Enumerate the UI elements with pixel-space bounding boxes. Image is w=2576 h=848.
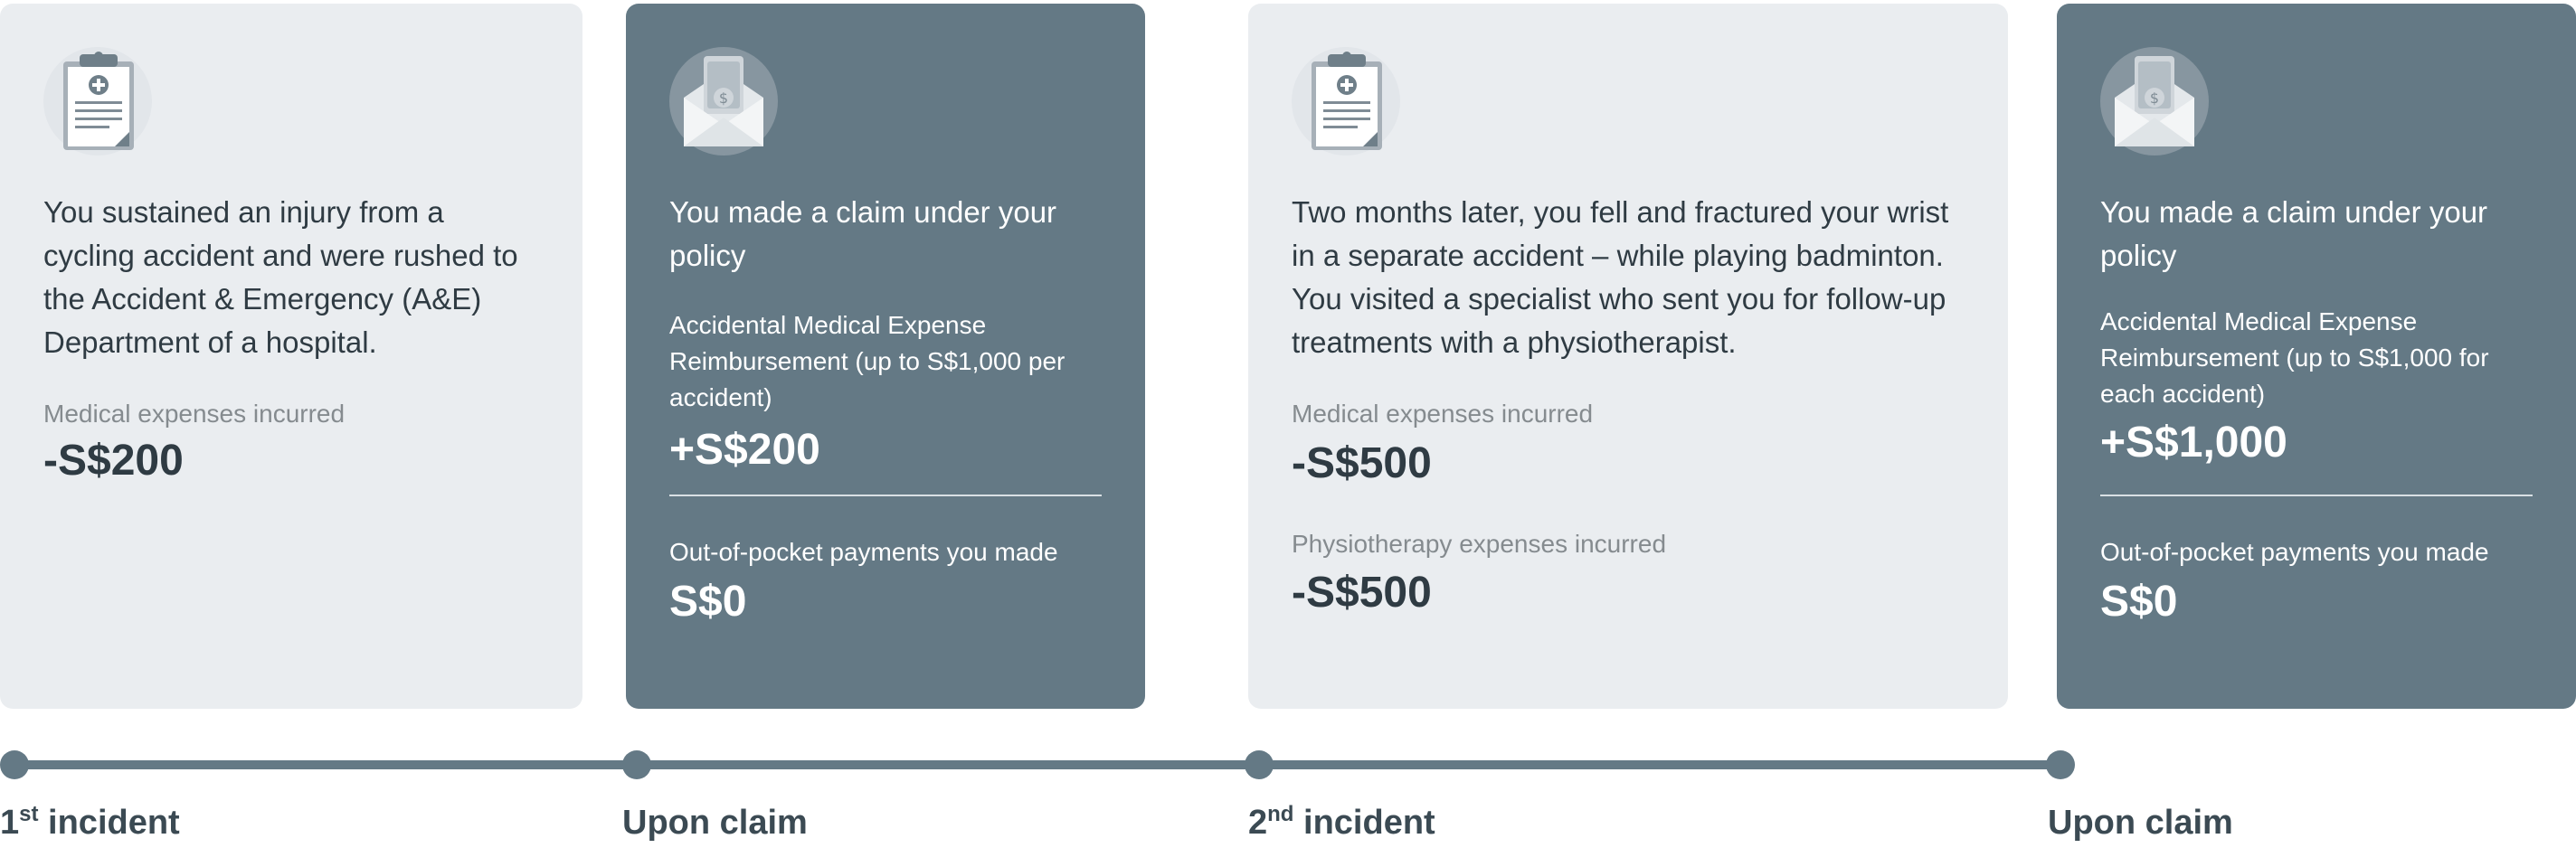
label-text: Upon claim (2048, 804, 2233, 842)
claim-card-2: $ You made a claim under your policy Acc… (2057, 4, 2576, 709)
timeline-dot-1 (0, 750, 29, 779)
timeline-line (14, 760, 2060, 769)
ordinal-number: 1 (0, 804, 20, 842)
timeline-dot-2 (622, 750, 651, 779)
label-text: Upon claim (622, 804, 808, 842)
timeline-label-upon-claim-2: Upon claim (2048, 799, 2233, 846)
envelope-money-icon: $ (2100, 47, 2209, 155)
claim-card-1: $ You made a claim under your policy Acc… (626, 4, 1145, 709)
medical-expenses-label: Medical expenses incurred (1292, 400, 1594, 428)
medical-expenses-amount: -S$200 (43, 437, 184, 485)
out-of-pocket-label: Out-of-pocket payments you made (669, 538, 1058, 566)
claim-description: You made a claim under your policy (2100, 195, 2488, 272)
timeline-dot-3 (1245, 750, 1274, 779)
clipboard-icon (1292, 47, 1400, 155)
medical-expenses-amount: -S$500 (1292, 439, 1432, 487)
out-of-pocket-amount: S$0 (669, 578, 747, 626)
timeline-label-second-incident: 2nd incident (1248, 799, 1435, 846)
benefit-amount: +S$200 (669, 426, 820, 474)
incident-card-1: You sustained an injury from a cycling a… (0, 4, 582, 709)
medical-expenses-label: Medical expenses incurred (43, 400, 346, 428)
benefit-amount: +S$1,000 (2100, 419, 2287, 466)
svg-text:$: $ (2150, 90, 2159, 107)
label-text: incident (1293, 804, 1435, 842)
incident-card-2: Two months later, you fell and fractured… (1248, 4, 2008, 709)
physiotherapy-expenses-label: Physiotherapy expenses incurred (1292, 530, 1667, 558)
timeline-label-upon-claim-1: Upon claim (622, 799, 808, 846)
out-of-pocket-label: Out-of-pocket payments you made (2100, 538, 2489, 566)
card-divider (2100, 495, 2533, 496)
incident-description: Two months later, you fell and fractured… (1292, 195, 1949, 359)
ordinal-number: 2 (1248, 804, 1268, 842)
svg-text:$: $ (719, 90, 728, 107)
timeline-label-first-incident: 1st incident (0, 799, 180, 846)
clipboard-icon (43, 47, 152, 155)
incident-description: You sustained an injury from a cycling a… (43, 195, 518, 359)
card-divider (669, 495, 1102, 496)
physiotherapy-expenses-amount: -S$500 (1292, 569, 1432, 617)
timeline-dot-4 (2046, 750, 2075, 779)
ordinal-suffix: st (19, 802, 39, 826)
benefit-label: Accidental Medical Expense Reimbursement… (2100, 307, 2489, 408)
ordinal-suffix: nd (1267, 802, 1294, 826)
out-of-pocket-amount: S$0 (2100, 578, 2178, 626)
benefit-label: Accidental Medical Expense Reimbursement… (669, 311, 1065, 411)
envelope-money-icon: $ (669, 47, 778, 155)
label-text: incident (38, 804, 180, 842)
claim-description: You made a claim under your policy (669, 195, 1057, 272)
